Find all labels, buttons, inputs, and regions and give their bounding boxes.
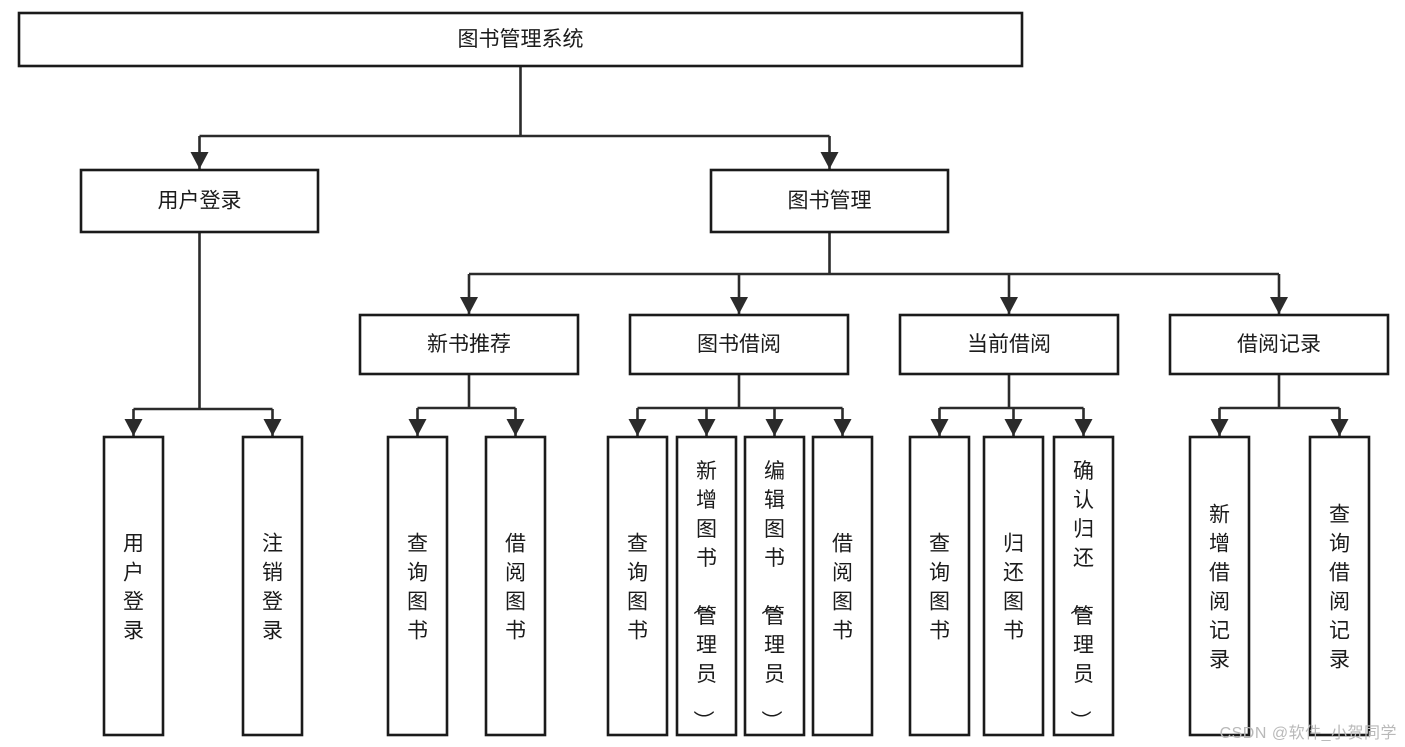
node-label: 编辑图书（管理员） (759, 460, 785, 731)
node-leaf-add-record[interactable]: 新增借阅记录 (1188, 435, 1251, 737)
node-box (79, 168, 320, 234)
node-leaf-query-record[interactable]: 查询借阅记录 (1308, 435, 1371, 737)
node-label: 新增借阅记录 (1209, 504, 1230, 672)
node-label: 新书推荐 (427, 333, 511, 356)
node-label: 当前借阅 (967, 333, 1051, 356)
book-manage-to-level3-arrow-0 (460, 297, 478, 314)
node-label: 图书借阅 (697, 333, 781, 356)
root-to-level2-arrow-1 (820, 152, 839, 169)
new-book-recommend-to-leaves-arrow-0 (408, 419, 427, 436)
node-box (1052, 435, 1115, 737)
node-box (386, 435, 449, 737)
node-label: 查询图书 (627, 533, 648, 643)
node-user-login[interactable]: 用户登录 (79, 168, 320, 234)
node-box (606, 435, 669, 737)
node-root-system[interactable]: 图书管理系统 (17, 11, 1024, 68)
book-manage-to-level3-arrow-1 (730, 297, 748, 314)
root-to-level2-arrow-0 (190, 152, 209, 169)
node-box (484, 435, 547, 737)
node-label: 注销登录 (262, 533, 283, 643)
node-box (982, 435, 1045, 737)
node-leaf-return-book[interactable]: 归还图书 (982, 435, 1045, 737)
node-book-manage[interactable]: 图书管理 (709, 168, 950, 234)
book-borrow-to-leaves-arrow-2 (765, 419, 784, 436)
node-label: 用户登录 (158, 190, 242, 213)
node-label: 借阅记录 (1237, 333, 1321, 356)
node-label: 确认归还（管理员） (1068, 460, 1094, 731)
node-new-book-recommend[interactable]: 新书推荐 (358, 313, 580, 376)
node-label: 归还图书 (1003, 533, 1024, 643)
current-borrow-to-leaves-arrow-2 (1074, 419, 1093, 436)
node-box (628, 313, 850, 376)
node-label: 新增图书（管理员） (691, 460, 717, 731)
node-label: 查询借阅记录 (1329, 504, 1350, 672)
current-borrow-to-leaves-arrow-0 (930, 419, 949, 436)
node-box (1168, 313, 1390, 376)
book-borrow-to-leaves-arrow-1 (697, 419, 716, 436)
current-borrow-to-leaves-arrow-1 (1004, 419, 1023, 436)
node-leaf-logout[interactable]: 注销登录 (241, 435, 304, 737)
node-leaf-query-book-1[interactable]: 查询图书 (386, 435, 449, 737)
borrow-record-to-leaves-arrow-1 (1330, 419, 1349, 436)
node-borrow-record[interactable]: 借阅记录 (1168, 313, 1390, 376)
book-borrow-to-leaves-arrow-3 (833, 419, 852, 436)
book-manage-to-level3-arrow-2 (1000, 297, 1018, 314)
node-box (743, 435, 806, 737)
borrow-record-to-leaves-arrow-0 (1210, 419, 1229, 436)
node-leaf-confirm-return[interactable]: 确认归还（管理员） (1052, 435, 1115, 737)
node-leaf-borrow-book-2[interactable]: 借阅图书 (811, 435, 874, 737)
node-leaf-user-login[interactable]: 用户登录 (102, 435, 165, 737)
node-leaf-borrow-book-1[interactable]: 借阅图书 (484, 435, 547, 737)
node-label: 查询图书 (929, 533, 950, 643)
node-label: 图书管理系统 (458, 28, 584, 51)
node-leaf-edit-book[interactable]: 编辑图书（管理员） (743, 435, 806, 737)
user-login-to-leaves-arrow-1 (263, 419, 282, 436)
connector-layer (124, 66, 1349, 436)
node-leaf-query-book-3[interactable]: 查询图书 (908, 435, 971, 737)
book-borrow-to-leaves-arrow-0 (628, 419, 647, 436)
node-label: 图书管理 (788, 190, 872, 213)
node-box (908, 435, 971, 737)
node-box (358, 313, 580, 376)
new-book-recommend-to-leaves-arrow-1 (506, 419, 525, 436)
node-box (17, 11, 1024, 68)
node-current-borrow[interactable]: 当前借阅 (898, 313, 1120, 376)
node-label: 借阅图书 (505, 533, 526, 643)
node-layer: 图书管理系统用户登录图书管理新书推荐图书借阅当前借阅借阅记录用户登录注销登录查询… (17, 11, 1390, 737)
node-label: 借阅图书 (832, 533, 853, 643)
node-box (1188, 435, 1251, 737)
user-login-to-leaves-arrow-0 (124, 419, 143, 436)
node-box (675, 435, 738, 737)
node-box (1308, 435, 1371, 737)
node-box (811, 435, 874, 737)
book-manage-to-level3-arrow-3 (1270, 297, 1288, 314)
node-box (102, 435, 165, 737)
node-label: 用户登录 (123, 533, 144, 643)
node-leaf-add-book[interactable]: 新增图书（管理员） (675, 435, 738, 737)
node-leaf-query-book-2[interactable]: 查询图书 (606, 435, 669, 737)
node-label: 查询图书 (407, 533, 428, 643)
node-book-borrow[interactable]: 图书借阅 (628, 313, 850, 376)
node-box (709, 168, 950, 234)
node-box (241, 435, 304, 737)
node-box (898, 313, 1120, 376)
